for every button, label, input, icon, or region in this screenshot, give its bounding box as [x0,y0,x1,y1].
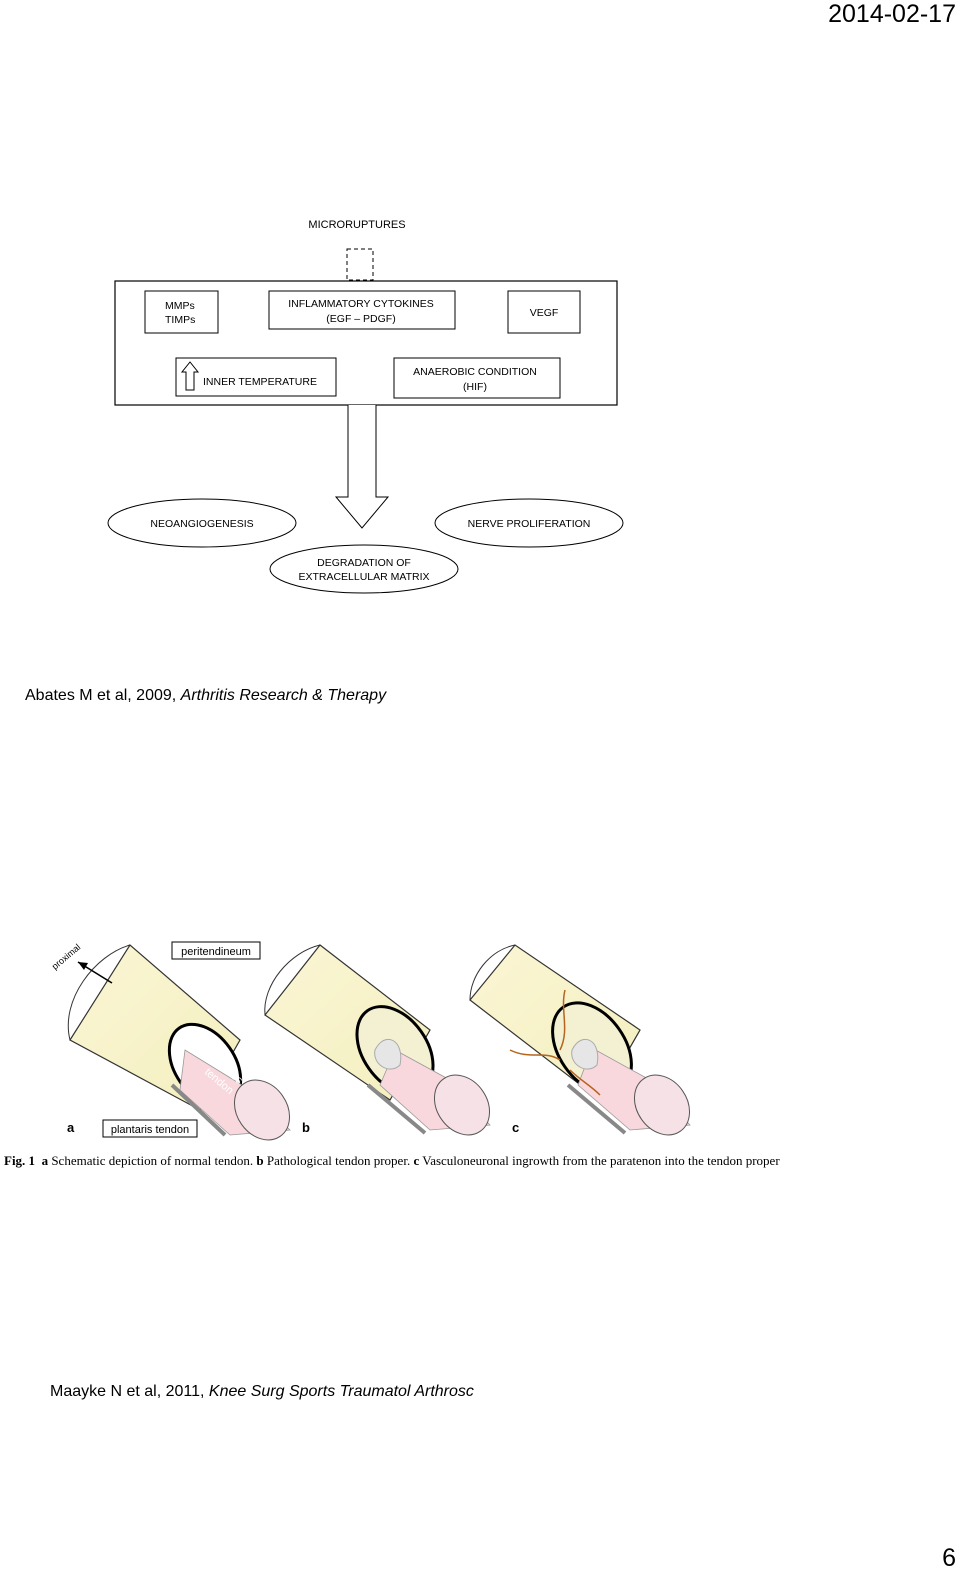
flowchart-diagram: MICRORUPTURES MMPs TIMPs INFLAMMATORY CY… [107,219,624,594]
box-temperature-label: INNER TEMPERATURE [203,376,317,388]
caption-a-letter: a [41,1153,49,1168]
label-panel-b: b [302,1120,310,1135]
ellipse-degradation [269,544,459,594]
label-panel-c: c [512,1120,519,1135]
box-anaerobic [393,357,561,399]
label-plantaris-box [102,1119,198,1138]
citation-1-authors: Abates M et al, 2009, [25,687,181,704]
caption-c-letter: c [413,1153,420,1168]
box-mmps-line1: MMPs [165,300,195,312]
dashed-connector [346,248,374,281]
citation-2-journal: Knee Surg Sports Traumatol Arthrosc [208,1383,474,1400]
label-panel-a: a [67,1120,75,1135]
figure-caption: Fig. 1 a Schematic depiction of normal t… [4,1153,804,1168]
label-plantaris: plantaris tendon [111,1124,189,1136]
ellipse-degradation-line1: DEGRADATION OF [317,557,411,569]
citation-2: Maayke N et al, 2011, Knee Surg Sports T… [50,1383,474,1401]
label-peritendineum: peritendineum [181,946,251,958]
label-peritendineum-box [171,941,261,960]
up-arrow-icon [180,361,200,391]
box-cytokines-line2: (EGF – PDGF) [326,313,395,325]
caption-b-letter: b [256,1153,264,1168]
box-vegf-label: VEGF [530,307,559,319]
citation-1: Abates M et al, 2009, Arthritis Research… [25,687,386,705]
page-number: 6 [942,1544,956,1572]
caption-a-text: Schematic depiction of normal tendon. [48,1153,257,1168]
box-cytokines [268,290,456,330]
caption-fig: Fig. 1 [4,1153,36,1168]
panel-b-drawing [264,944,491,1136]
ellipse-degradation-line2: EXTRACELLULAR MATRIX [298,571,429,583]
panel-a-drawing [67,944,291,1141]
citation-1-journal: Arthritis Research & Therapy [180,687,387,704]
down-arrow-icon [334,405,390,529]
box-anaerobic-line2: (HIF) [463,381,487,393]
box-temperature [175,357,337,397]
tendon-illustration: proximal peritendineum Achilles tendon p… [50,941,691,1141]
label-microruptures: MICRORUPTURES [308,219,405,231]
caption-c-text: Vasculoneuronal ingrowth from the parate… [419,1153,780,1168]
box-mmps [144,290,219,334]
citation-2-authors: Maayke N et al, 2011, [50,1383,209,1400]
box-cytokines-line1: INFLAMMATORY CYTOKINES [288,298,433,310]
box-anaerobic-line1: ANAEROBIC CONDITION [413,366,537,378]
ellipse-nerve [434,498,624,548]
header-date: 2014-02-17 [828,0,956,28]
ellipse-neoangiogenesis-label: NEOANGIOGENESIS [150,518,253,530]
box-vegf [507,290,581,334]
ellipse-neoangiogenesis [107,498,297,548]
caption-b-text: Pathological tendon proper. [263,1153,414,1168]
panel-c-drawing [469,944,691,1136]
label-proximal: proximal [50,942,82,972]
ellipse-nerve-label: NERVE PROLIFERATION [468,518,591,530]
box-mmps-line2: TIMPs [165,314,195,326]
